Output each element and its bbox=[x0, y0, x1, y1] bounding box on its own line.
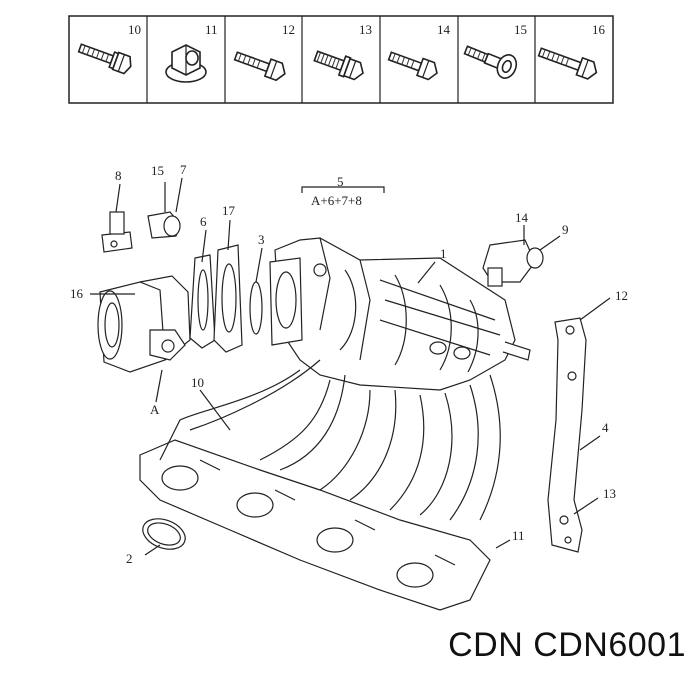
hex-bolt-long-icon bbox=[537, 47, 598, 80]
panel-number-14: 14 bbox=[437, 22, 451, 37]
callout-5: 5 bbox=[337, 174, 344, 189]
callout-13: 13 bbox=[603, 486, 616, 501]
panel-number-15: 15 bbox=[514, 22, 527, 37]
callout-10: 10 bbox=[191, 375, 204, 390]
hex-flange-bolt-icon bbox=[77, 43, 132, 75]
panel-number-16: 16 bbox=[592, 22, 606, 37]
panel-number-13: 13 bbox=[359, 22, 372, 37]
callout-5-formula: A+6+7+8 bbox=[311, 193, 362, 208]
callout-7: 7 bbox=[180, 162, 187, 177]
leader-lines bbox=[90, 177, 611, 556]
callout-3: 3 bbox=[258, 232, 265, 247]
hex-bolt-icon bbox=[387, 51, 438, 81]
callout-6: 6 bbox=[200, 214, 207, 229]
callout-16: 16 bbox=[70, 286, 84, 301]
callout-8: 8 bbox=[115, 168, 122, 183]
panel-number-11: 11 bbox=[205, 22, 218, 37]
callout-17: 17 bbox=[222, 203, 236, 218]
sensor-9 bbox=[482, 239, 544, 287]
hex-flange-nut-icon bbox=[165, 44, 207, 83]
callout-11: 11 bbox=[512, 528, 525, 543]
hex-bolt-icon bbox=[233, 51, 286, 82]
callout-1: 1 bbox=[440, 246, 447, 261]
gasket-6 bbox=[189, 254, 216, 349]
callout-2: 2 bbox=[126, 551, 133, 566]
callout-9: 9 bbox=[562, 222, 569, 237]
gasket-3 bbox=[249, 281, 263, 335]
part-number-label: CDN CDN6001 bbox=[448, 626, 686, 664]
throttle-body bbox=[97, 275, 191, 373]
gasket-2 bbox=[142, 518, 186, 550]
callout-4: 4 bbox=[602, 420, 609, 435]
callout-15: 15 bbox=[151, 163, 164, 178]
bracket-4 bbox=[547, 317, 587, 553]
panel-number-10: 10 bbox=[128, 22, 141, 37]
callouts: 1 2 3 4 5 A+6+7+8 6 7 8 9 10 11 12 13 14… bbox=[70, 162, 628, 566]
gasket-17 bbox=[213, 244, 243, 353]
callout-A: A bbox=[150, 402, 160, 417]
callout-12: 12 bbox=[615, 288, 628, 303]
shoulder-bolt-icon bbox=[463, 45, 518, 79]
sensor-7 bbox=[147, 211, 181, 239]
intake-manifold-body bbox=[139, 237, 531, 611]
panel-number-12: 12 bbox=[282, 22, 295, 37]
fastener-panel: 10 11 12 13 14 15 16 bbox=[68, 15, 614, 104]
callout-14: 14 bbox=[515, 210, 529, 225]
sensor-8 bbox=[101, 211, 133, 253]
hex-flange-bolt-icon bbox=[313, 50, 364, 81]
